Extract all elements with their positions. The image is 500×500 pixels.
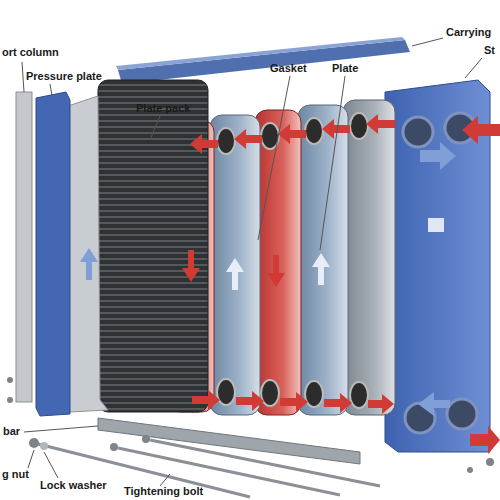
illustration-part bbox=[305, 118, 323, 144]
illustration-part bbox=[29, 438, 39, 448]
part-label: Gasket bbox=[270, 62, 307, 75]
port bbox=[403, 117, 433, 147]
nameplate bbox=[428, 218, 444, 232]
illustration-part bbox=[182, 114, 395, 414]
illustration-part bbox=[217, 379, 235, 405]
illustration-part bbox=[182, 250, 200, 282]
illustration-part bbox=[418, 392, 450, 416]
plate bbox=[343, 100, 395, 415]
illustration-part bbox=[470, 426, 500, 454]
illustration-part bbox=[465, 58, 482, 78]
illustration-part bbox=[278, 124, 306, 144]
illustration-part bbox=[7, 397, 13, 403]
illustration-part bbox=[420, 142, 456, 170]
illustration-part bbox=[44, 452, 58, 478]
illustration-part bbox=[312, 253, 330, 285]
illustration-part bbox=[412, 38, 443, 46]
illustration-part bbox=[80, 248, 98, 280]
pressure-plate bbox=[36, 92, 70, 416]
illustration-part bbox=[258, 76, 290, 240]
illustration-part bbox=[150, 116, 160, 140]
illustration-part bbox=[462, 116, 500, 144]
illustration-part bbox=[50, 84, 52, 96]
illustration-part bbox=[160, 474, 170, 486]
illustration-part bbox=[110, 443, 118, 451]
illustration-part bbox=[366, 114, 395, 134]
tightening-bolts bbox=[38, 440, 380, 497]
leader-lines bbox=[22, 38, 482, 486]
illustration-part bbox=[267, 255, 285, 287]
plate bbox=[210, 115, 260, 415]
part-label: St bbox=[484, 44, 495, 57]
flow-arrows bbox=[80, 114, 500, 454]
illustration-part bbox=[305, 381, 323, 407]
illustration-part bbox=[28, 450, 34, 468]
part-label: Tightening bolt bbox=[124, 485, 203, 498]
plate bbox=[298, 105, 348, 415]
part-label: bar bbox=[3, 425, 20, 438]
illustration-part bbox=[320, 76, 345, 250]
illustration-part bbox=[261, 380, 279, 406]
illustration-part bbox=[7, 377, 13, 383]
illustration-part bbox=[350, 382, 368, 408]
plate bbox=[255, 110, 301, 415]
illustration-part bbox=[142, 435, 150, 443]
illustration-part bbox=[234, 129, 262, 149]
part-label: Pressure plate bbox=[26, 70, 102, 83]
illustration-part bbox=[217, 128, 235, 154]
illustration-part bbox=[324, 393, 352, 413]
illustration-part bbox=[190, 134, 218, 154]
part-label: ort column bbox=[2, 46, 59, 59]
carrying-bar-top bbox=[116, 37, 405, 70]
illustration-part bbox=[22, 62, 24, 92]
part-label: Lock washer bbox=[40, 479, 107, 492]
part-label: Plate bbox=[332, 62, 358, 75]
illustration-part bbox=[192, 390, 220, 410]
illustration-part bbox=[236, 391, 264, 411]
illustration-part bbox=[226, 258, 244, 290]
illustration-part bbox=[280, 392, 308, 412]
part-label: Carrying bbox=[446, 26, 491, 39]
part-label: g nut bbox=[2, 468, 29, 481]
port bbox=[447, 399, 477, 429]
support-column bbox=[16, 92, 32, 402]
illustration-part bbox=[368, 394, 394, 414]
illustration-part bbox=[150, 440, 380, 486]
part-label: Plate pack bbox=[136, 102, 190, 115]
plate-pack bbox=[98, 80, 208, 412]
illustration-part bbox=[40, 442, 48, 450]
illustration-part bbox=[486, 458, 494, 466]
nuts-washers bbox=[7, 377, 494, 473]
illustration-part bbox=[467, 467, 473, 473]
illustration-part bbox=[24, 426, 98, 432]
illustration-part bbox=[80, 248, 330, 290]
illustration-part bbox=[350, 113, 368, 139]
